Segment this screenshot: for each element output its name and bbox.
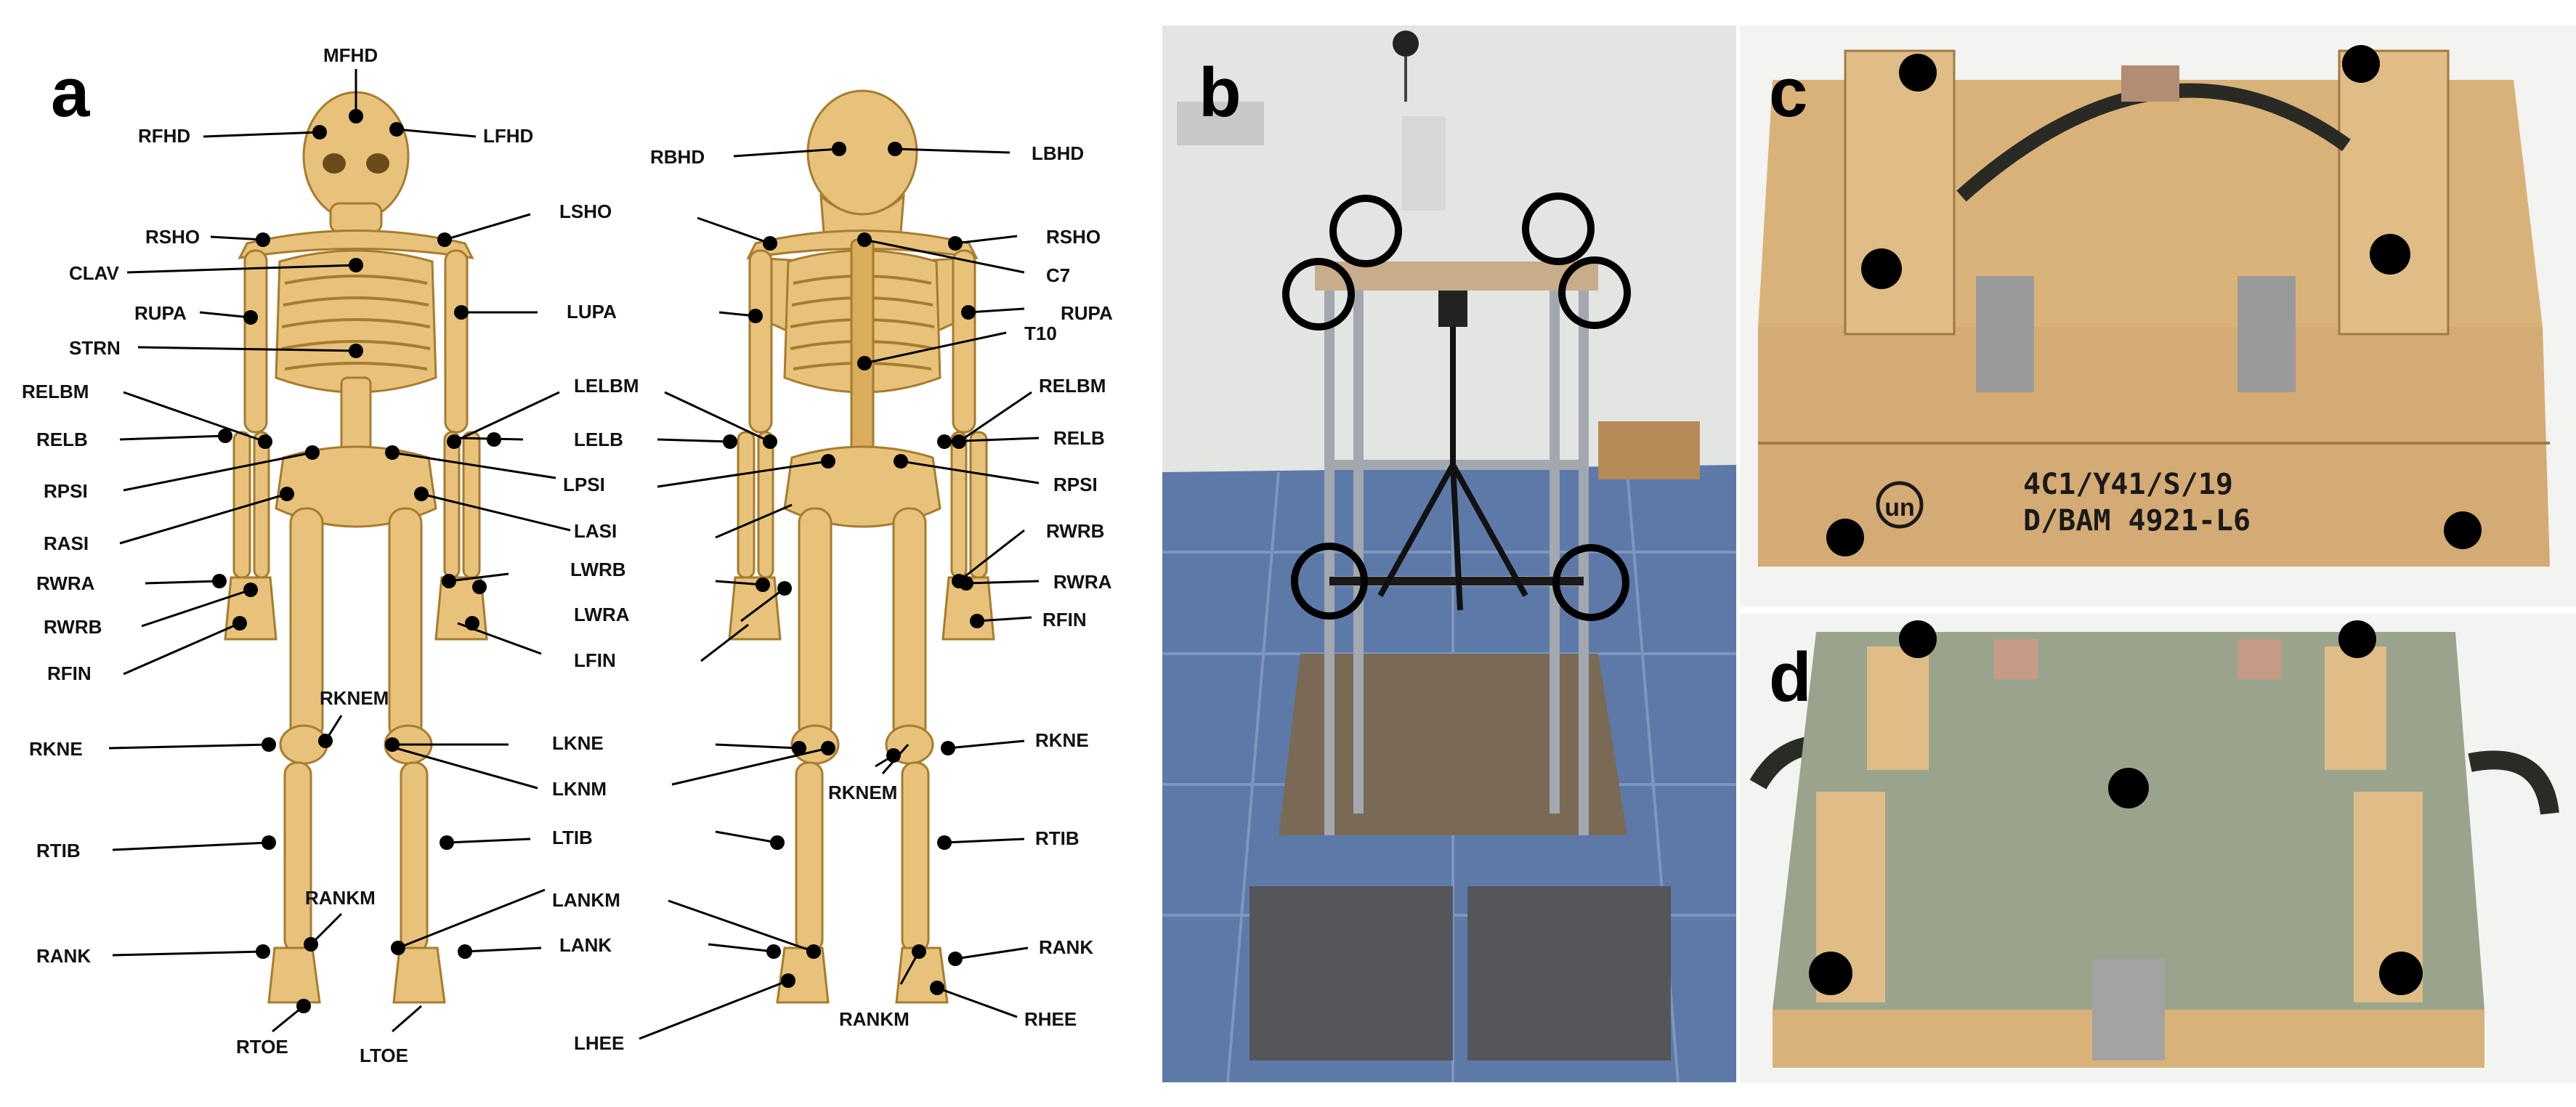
box-code-line1: 4C1/Y41/S/19 (2023, 468, 2233, 501)
label-lankm: LANKM (552, 889, 620, 911)
panel-c: un 4C1/Y41/S/19 D/BAM 4921-L6 c (1740, 25, 2576, 607)
label-mfhd: MFHD (323, 44, 378, 66)
label-rankm-front: RANKM (305, 887, 376, 909)
label-rpsi-back: RPSI (1053, 474, 1098, 495)
label-rfin-front: RFIN (47, 662, 92, 684)
label-rtib: RTIB (36, 840, 81, 861)
label-lkne: LKNE (552, 732, 604, 754)
back-leaders (639, 147, 1040, 1040)
label-t10: T10 (1024, 323, 1057, 344)
label-lsho: LSHO (559, 200, 612, 222)
label-lwrb: LWRB (570, 559, 626, 580)
label-rwra-back: RWRA (1053, 571, 1112, 593)
label-rhee: RHEE (1024, 1008, 1077, 1030)
panel-b: b (1162, 25, 1736, 1083)
front-labels: MFHD RFHD LFHD RSHO CLAV RUPA STRN RELBM… (22, 44, 533, 1066)
label-rwra-front: RWRA (36, 572, 95, 594)
force-plate-left (1249, 886, 1453, 1061)
latch (2092, 959, 2165, 1061)
label-rankm-back: RANKM (839, 1008, 910, 1030)
label-rsho-back: RSHO (1046, 226, 1101, 248)
box-code-line2: D/BAM 4921-L6 (2023, 504, 2251, 538)
label-rbhd: RBHD (650, 146, 705, 168)
box-front (1758, 327, 2550, 567)
box-un-logo: un (1884, 494, 1915, 522)
label-rwrb-back: RWRB (1046, 520, 1104, 542)
label-lelbm: LELBM (574, 375, 639, 397)
label-lbhd: LBHD (1032, 142, 1084, 164)
label-lwra: LWRA (574, 604, 630, 625)
gray-lid (1773, 632, 2484, 1010)
label-rank-back: RANK (1039, 936, 1093, 958)
label-c7: C7 (1046, 264, 1070, 286)
back-markers (723, 142, 984, 995)
label-rsho-front: RSHO (145, 226, 200, 248)
box-lid-markers (1809, 620, 2423, 995)
tripod (1377, 327, 1528, 611)
frame-marker-circles (1282, 192, 1631, 621)
box-top-markers (1826, 45, 2482, 556)
label-lupa: LUPA (567, 301, 617, 323)
label-rank-front: RANK (36, 945, 91, 967)
back-labels: RBHD LBHD RSHO C7 RUPA T10 RELBM RELB RP… (650, 142, 1113, 1030)
middle-labels: LSHO LUPA LELBM LELB LPSI LASI LWRB LWRA… (552, 200, 639, 1054)
label-relbm-front: RELBM (22, 381, 89, 402)
label-rtoe: RTOE (236, 1036, 288, 1058)
panel-a: a (22, 44, 1113, 1066)
label-strn: STRN (69, 337, 121, 359)
panel-letter-b: b (1199, 54, 1242, 131)
label-relbm-back: RELBM (1039, 375, 1106, 397)
label-rupa-back: RUPA (1061, 302, 1113, 324)
label-lasi: LASI (574, 520, 617, 542)
panel-d: d (1740, 614, 2576, 1082)
label-lfhd: LFHD (483, 125, 533, 147)
metal-frame (1324, 276, 1589, 835)
label-lank: LANK (559, 934, 612, 956)
label-rwrb-front: RWRB (44, 616, 102, 638)
hinge-left (1976, 276, 2034, 392)
camera-icon (1393, 31, 1419, 57)
strap-right (2468, 750, 2559, 815)
panel-letter-c: c (1769, 54, 1807, 131)
label-lknm: LKNM (552, 778, 607, 800)
force-plate-pit (1279, 654, 1627, 835)
label-rknem-back: RKNEM (828, 782, 897, 803)
skeleton-back (728, 89, 995, 1004)
hinge-right (2237, 276, 2296, 392)
label-rupa-front: RUPA (134, 302, 187, 324)
label-lelb: LELB (574, 429, 623, 450)
label-ltoe: LTOE (360, 1045, 408, 1066)
label-rtib-back: RTIB (1035, 827, 1080, 849)
label-rkne-back: RKNE (1035, 729, 1089, 751)
panel-letter-d: d (1769, 638, 1812, 716)
label-rknem-front: RKNEM (320, 687, 389, 709)
front-markers (212, 109, 501, 1013)
label-lhee: LHEE (574, 1032, 624, 1054)
panel-letter-a: a (51, 54, 90, 131)
label-rpsi-front: RPSI (44, 480, 88, 502)
skeleton-front (224, 91, 488, 1004)
label-relb-front: RELB (36, 429, 88, 450)
label-lpsi: LPSI (563, 474, 605, 495)
label-lfin: LFIN (574, 649, 616, 671)
label-relb-back: RELB (1053, 427, 1105, 449)
force-plate-right (1467, 886, 1671, 1061)
label-rfin-back: RFIN (1042, 609, 1087, 630)
label-rfhd: RFHD (138, 125, 190, 147)
label-ltib: LTIB (552, 827, 593, 848)
label-rasi: RASI (44, 532, 89, 554)
label-rkne-front: RKNE (29, 738, 83, 760)
label-clav: CLAV (69, 262, 120, 284)
